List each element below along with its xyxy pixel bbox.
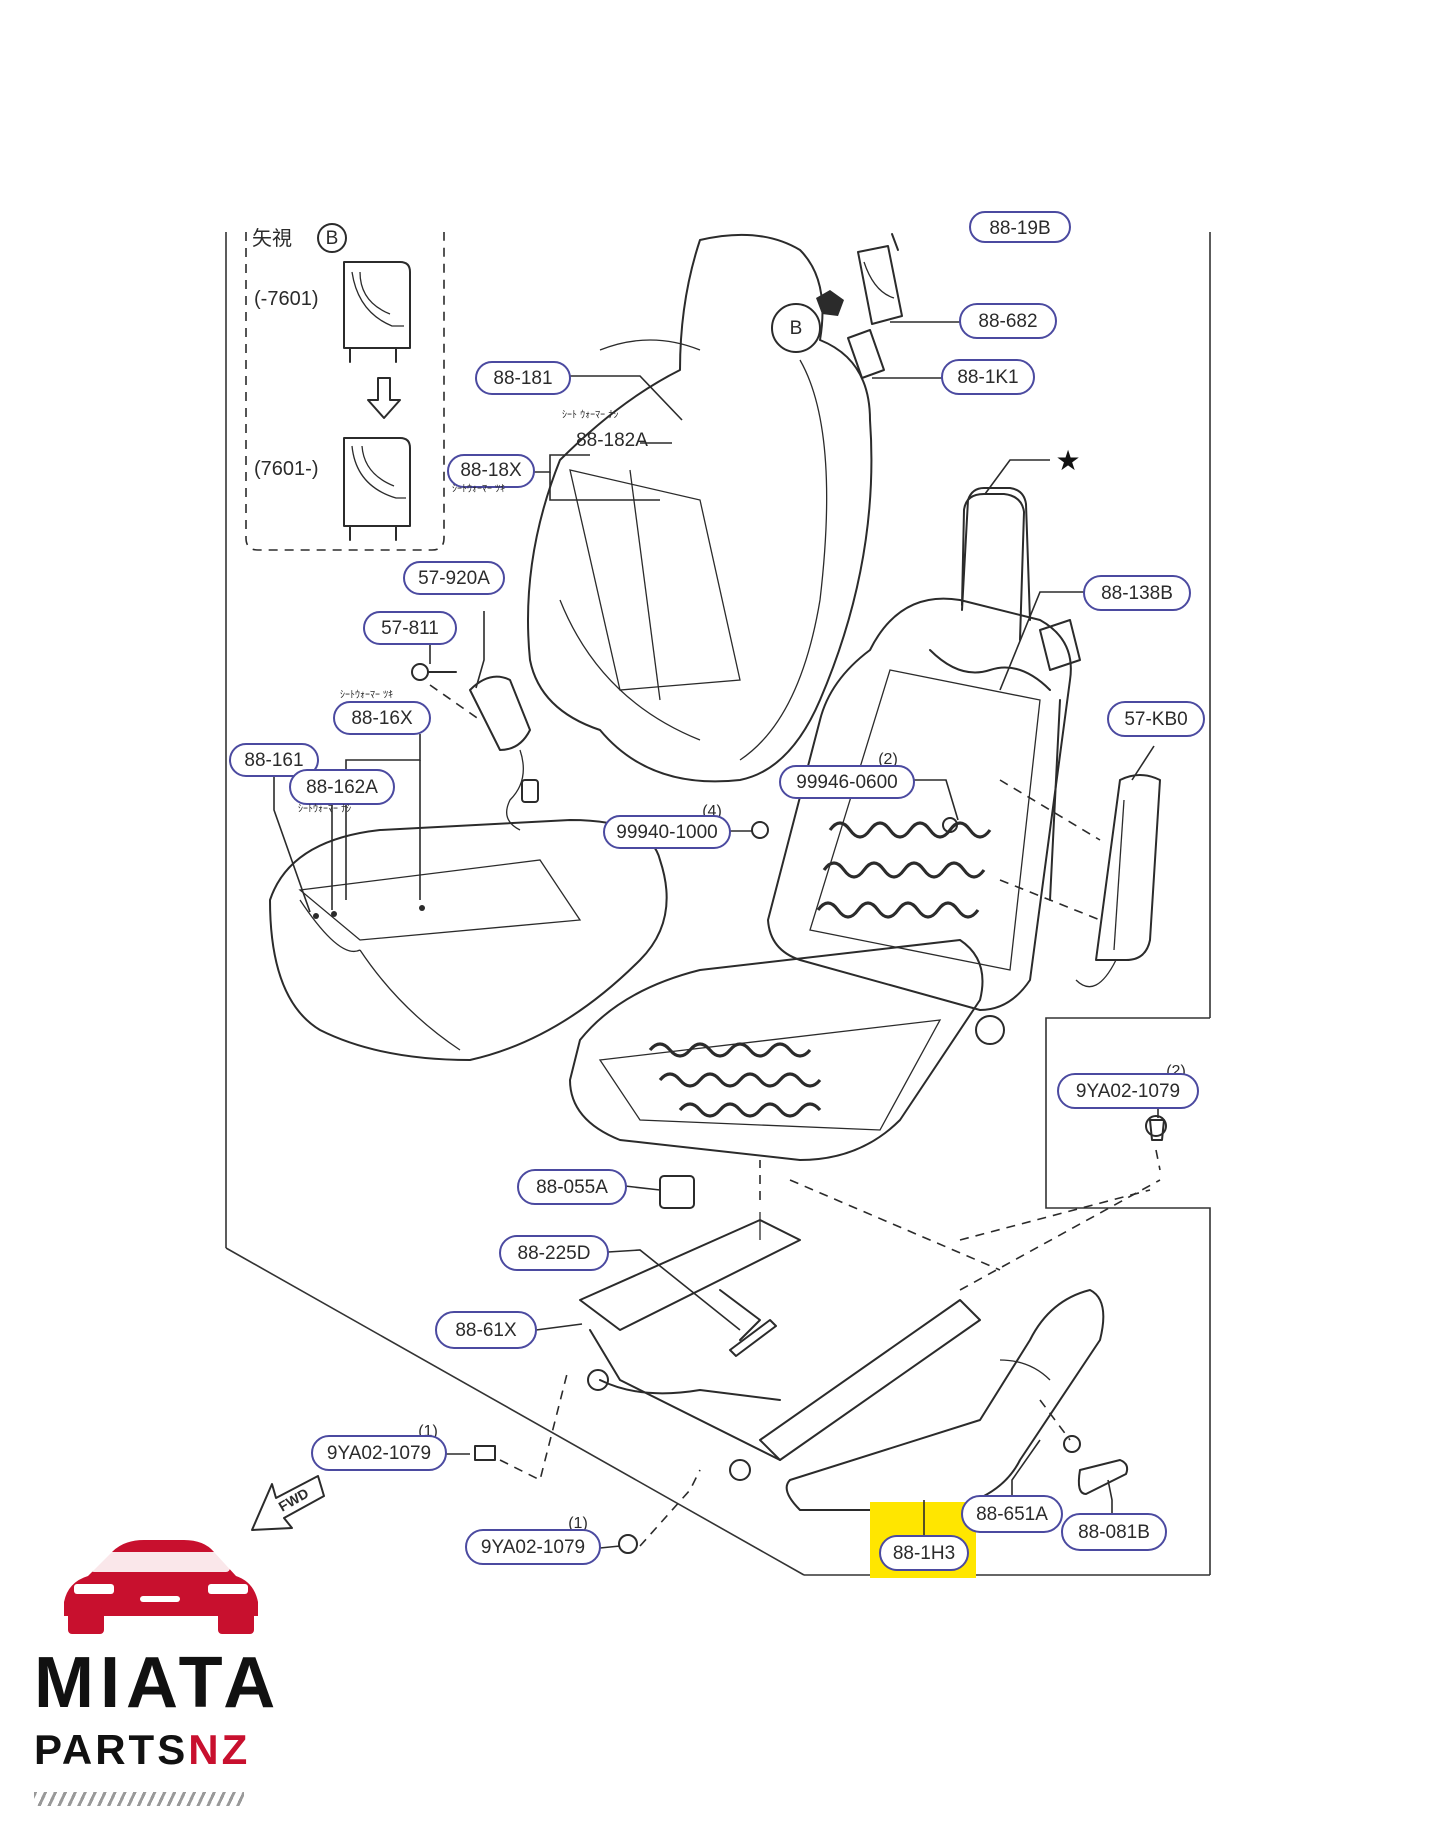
callout-9YA02-1079-left[interactable]: (1) 9YA02-1079 — [311, 1423, 447, 1471]
seat-cushion — [269, 819, 668, 1061]
seat-base-frame — [569, 939, 984, 1161]
svg-text:(1): (1) — [568, 1515, 588, 1532]
seat-slide-rails — [579, 1160, 1161, 1481]
svg-text:88-162A: 88-162A — [306, 777, 378, 798]
svg-text:88-16X: 88-16X — [351, 708, 413, 729]
callout-88-081B[interactable]: 88-081B — [1061, 1513, 1167, 1551]
callout-88-055A[interactable]: 88-055A — [517, 1169, 627, 1205]
seat-belt-buckle — [411, 663, 539, 831]
svg-text:88-138B: 88-138B — [1101, 583, 1173, 604]
brand-logo: MIATA PARTSNZ — [34, 1530, 275, 1820]
callout-57-811[interactable]: 57-811 — [363, 611, 457, 645]
back-springs — [816, 821, 992, 919]
svg-text:9YA02-1079: 9YA02-1079 — [1076, 1081, 1180, 1102]
callout-88-138B[interactable]: 88-138B — [1083, 575, 1191, 611]
svg-text:9YA02-1079: 9YA02-1079 — [327, 1443, 431, 1464]
leader-lines — [273, 321, 1159, 1549]
svg-text:57-920A: 57-920A — [418, 568, 490, 589]
svg-text:99940-1000: 99940-1000 — [616, 822, 717, 843]
callout-88-225D[interactable]: 88-225D — [499, 1235, 609, 1271]
brand-underline — [34, 1792, 244, 1806]
car-logo-icon — [64, 1540, 258, 1634]
callout-9YA02-1079-bottom[interactable]: (1) 9YA02-1079 — [465, 1515, 601, 1565]
callout-88-61X[interactable]: 88-61X — [435, 1311, 537, 1349]
svg-text:B: B — [326, 228, 339, 249]
fwd-arrow: FWD — [251, 1475, 325, 1531]
callout-99940-1000[interactable]: (4) 99940-1000 — [603, 803, 731, 849]
svg-text:57-811: 57-811 — [381, 618, 439, 639]
svg-text:88-1K1: 88-1K1 — [957, 367, 1018, 388]
svg-text:ｼｰﾄｳｫｰﾏｰ ﾅｼ: ｼｰﾄｳｫｰﾏｰ ﾅｼ — [298, 803, 351, 815]
callout-9YA02-1079-right[interactable]: (2) 9YA02-1079 — [1057, 1063, 1199, 1109]
svg-text:(-7601): (-7601) — [254, 288, 318, 310]
callout-88-162A[interactable]: 88-162A ｼｰﾄｳｫｰﾏｰ ﾅｼ — [289, 769, 395, 815]
callout-88-161[interactable]: 88-161 — [229, 743, 319, 777]
svg-text:ｼｰﾄ ｳｫｰﾏｰ ﾅｼ: ｼｰﾄ ｳｫｰﾏｰ ﾅｼ — [562, 409, 618, 421]
svg-text:88-161: 88-161 — [244, 750, 303, 771]
inset-view-b: 矢視 B (-7601) (7601-) — [245, 223, 445, 551]
callout-57-920A[interactable]: 57-920A — [403, 561, 505, 595]
svg-text:88-225D: 88-225D — [518, 1243, 591, 1264]
svg-text:88-18X: 88-18X — [460, 460, 522, 481]
callout-88-682[interactable]: 88-682 — [959, 303, 1057, 339]
callout-88-1K1[interactable]: 88-1K1 — [941, 359, 1035, 395]
callout-99946-0600[interactable]: (2) 99946-0600 — [779, 751, 915, 799]
svg-text:88-651A: 88-651A — [976, 1504, 1048, 1525]
callout-88-18X[interactable]: 88-18X ｼｰﾄｳｫｰﾏｰ ﾂｷ — [447, 454, 535, 495]
svg-text:99946-0600: 99946-0600 — [796, 772, 897, 793]
svg-text:★: ★ — [1055, 445, 1080, 476]
headrest-rod: ★ — [961, 445, 1081, 641]
side-airbag-module — [999, 774, 1161, 988]
callout-88-181[interactable]: 88-181 — [475, 361, 571, 395]
svg-text:9YA02-1079: 9YA02-1079 — [481, 1537, 585, 1558]
svg-text:88-055A: 88-055A — [536, 1177, 608, 1198]
brand-subname: PARTSNZ — [34, 1726, 251, 1773]
svg-text:(7601-): (7601-) — [254, 458, 318, 480]
callout-88-1H3-highlighted[interactable]: 88-1H3 — [879, 1535, 969, 1571]
svg-text:ｼｰﾄｳｫｰﾏｰ ﾂｷ: ｼｰﾄｳｫｰﾏｰ ﾂｷ — [452, 483, 505, 495]
svg-text:57-KB0: 57-KB0 — [1124, 709, 1187, 730]
callout-57-KB0[interactable]: 57-KB0 — [1107, 701, 1205, 737]
svg-text:ｼｰﾄｳｫｰﾏｰ ﾂｷ: ｼｰﾄｳｫｰﾏｰ ﾂｷ — [340, 689, 393, 701]
seat-side-cover — [785, 1289, 1129, 1511]
callout-88-651A[interactable]: 88-651A — [961, 1495, 1063, 1533]
diagram-frame — [225, 232, 1211, 1576]
small-parts — [474, 817, 1167, 1554]
svg-text:88-081B: 88-081B — [1078, 1522, 1150, 1543]
brand-name: MIATA — [34, 1643, 282, 1723]
headrest-guide-parts: B — [771, 233, 903, 379]
svg-text:88-61X: 88-61X — [455, 1320, 517, 1341]
seat-back-cushion — [527, 233, 873, 783]
svg-text:88-19B: 88-19B — [989, 218, 1050, 239]
svg-text:88-682: 88-682 — [978, 311, 1037, 332]
callout-88-16X[interactable]: ｼｰﾄｳｫｰﾏｰ ﾂｷ 88-16X — [333, 689, 431, 735]
svg-text:B: B — [790, 318, 803, 339]
svg-text:矢視: 矢視 — [252, 227, 292, 250]
svg-text:(2): (2) — [878, 751, 898, 768]
partial-callout: 88-19B — [969, 211, 1071, 243]
callout-88-182A[interactable]: ｼｰﾄ ｳｫｰﾏｰ ﾅｼ 88-182A — [562, 409, 648, 451]
brand-suffix: NZ — [188, 1726, 251, 1773]
svg-text:88-1H3: 88-1H3 — [893, 1543, 955, 1564]
svg-text:88-182A: 88-182A — [576, 430, 648, 451]
svg-text:88-181: 88-181 — [493, 368, 552, 389]
